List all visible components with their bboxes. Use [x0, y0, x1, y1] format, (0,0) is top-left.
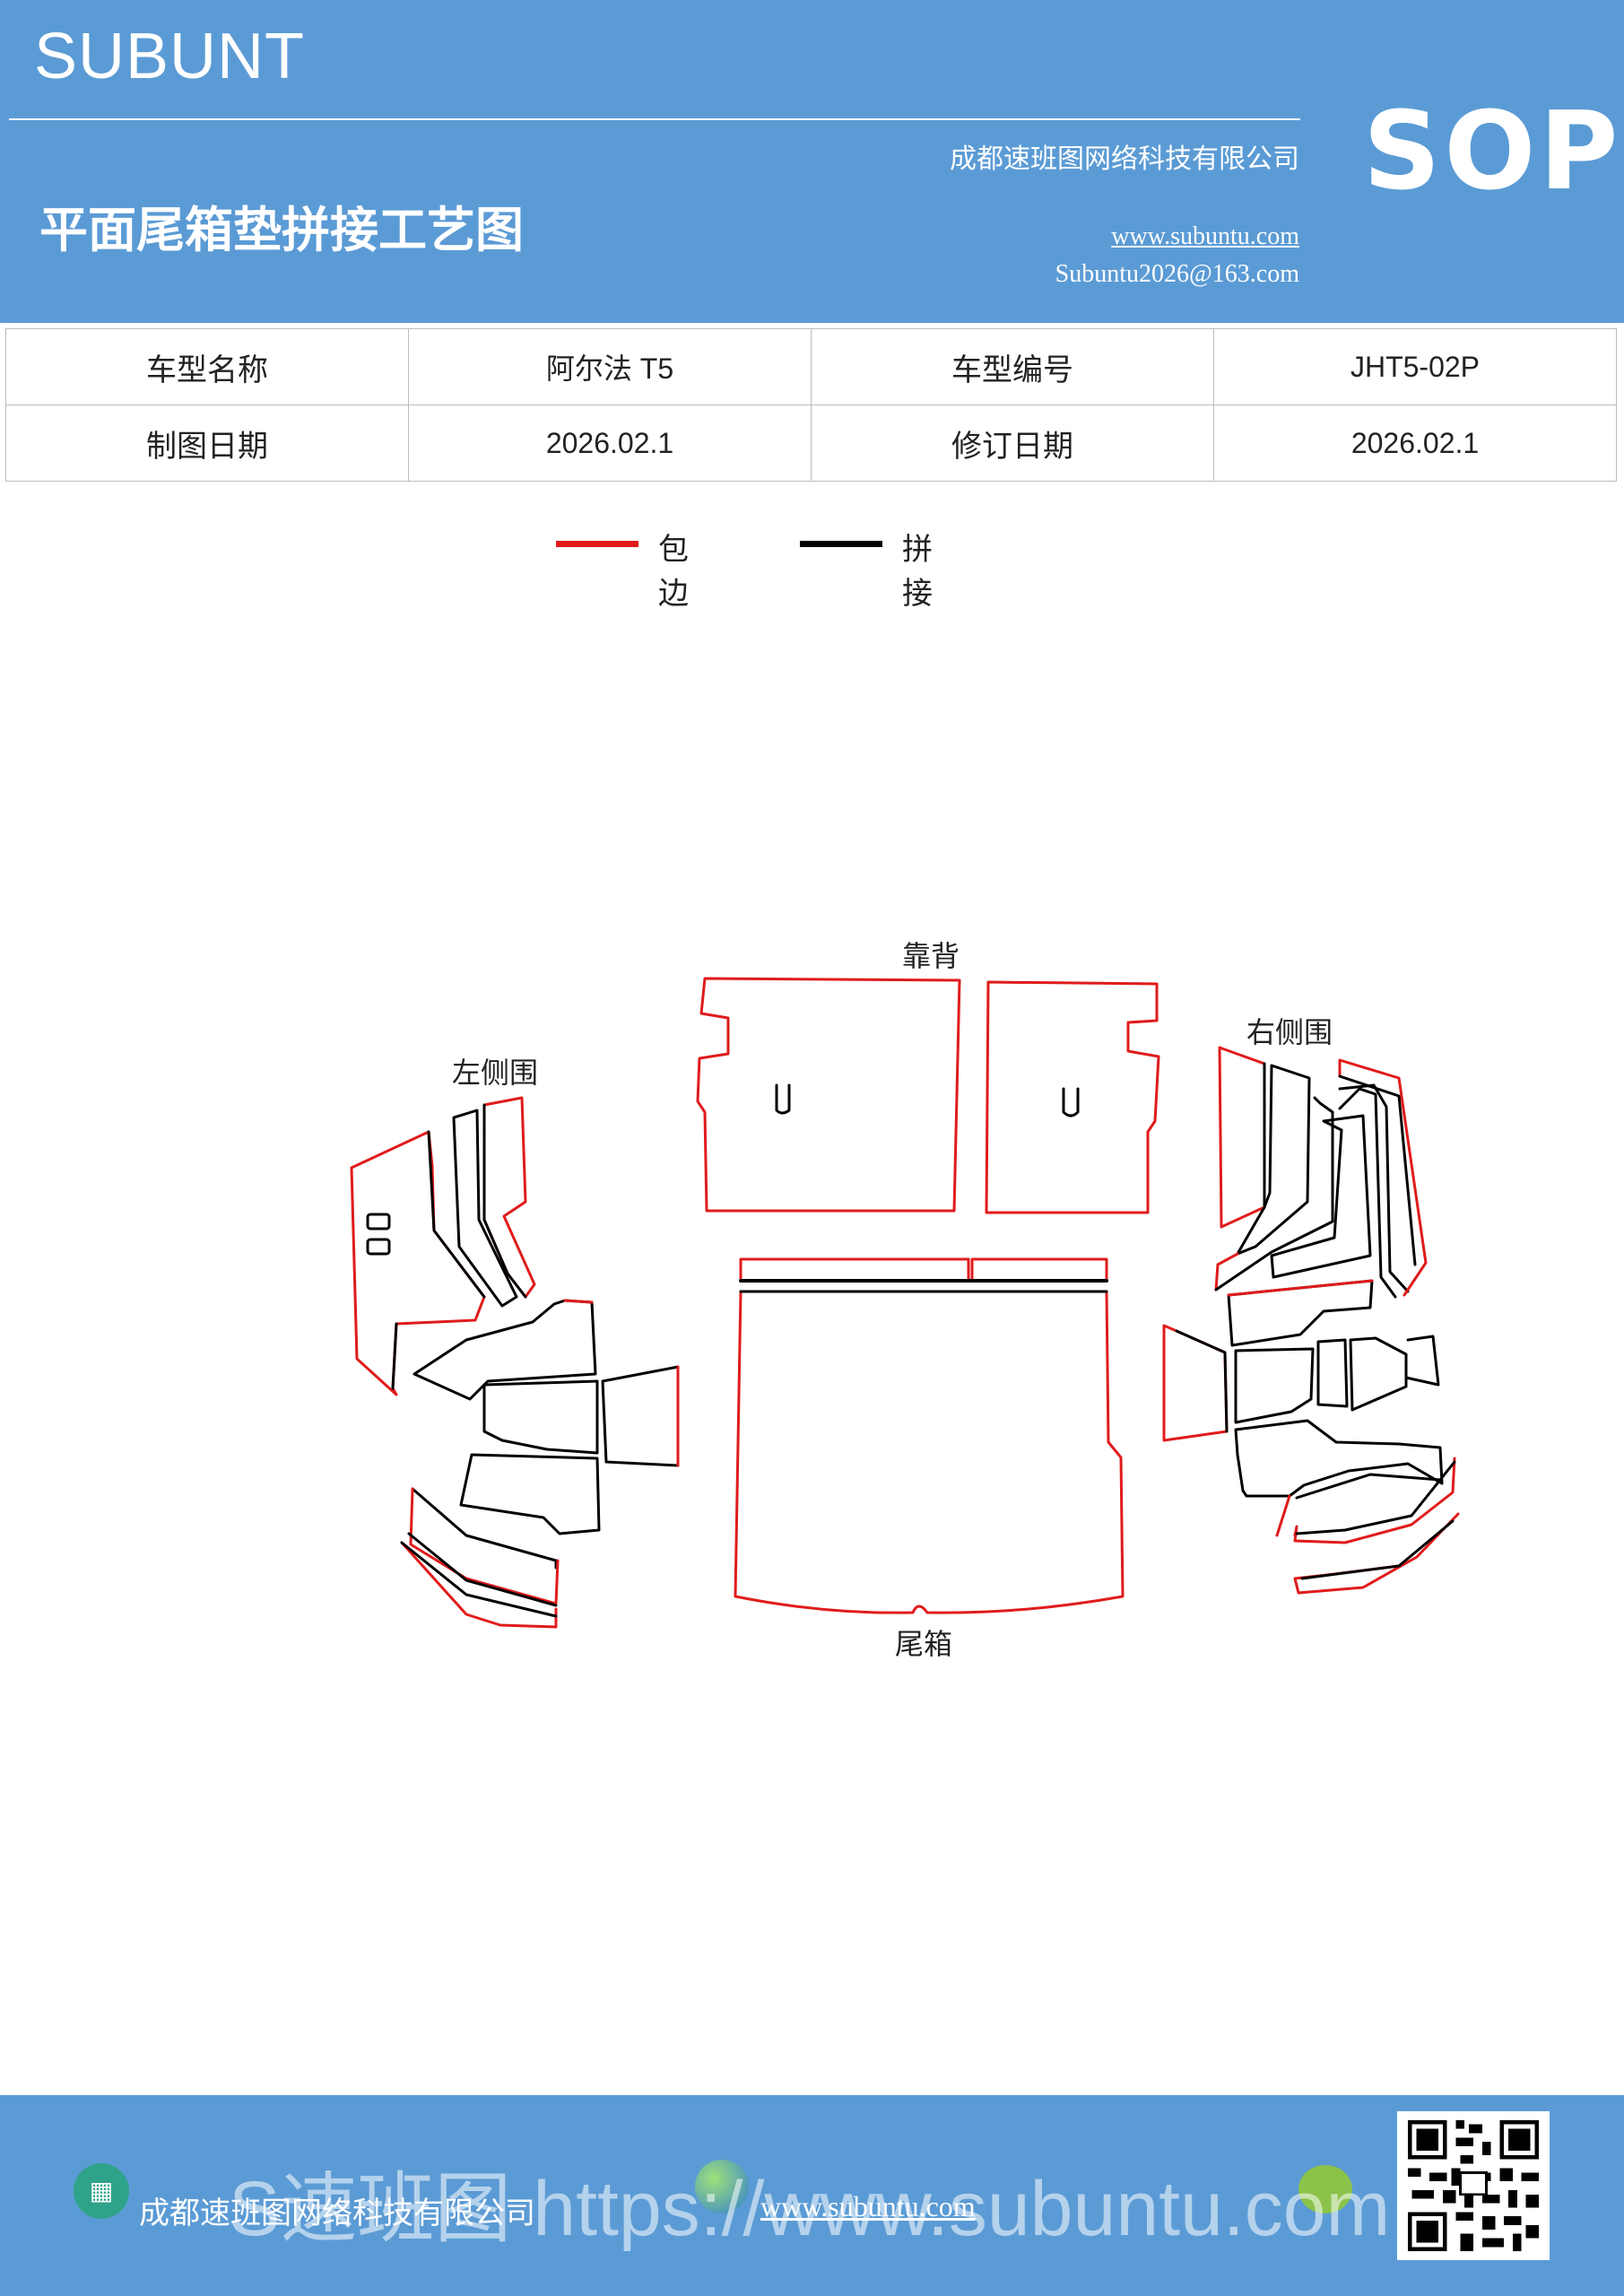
- header-divider: [9, 118, 1300, 120]
- label-model-code: 车型编号: [811, 328, 1214, 405]
- brand-logo-text: SUBUNT: [34, 21, 306, 92]
- right-side-panels: [1162, 1046, 1460, 1595]
- backrest-left-panel: [696, 977, 961, 1213]
- document-title: 平面尾箱垫拼接工艺图: [39, 202, 524, 258]
- footer-website-link[interactable]: www.subuntu.com: [760, 2190, 976, 2222]
- backrest-right-panel: [985, 980, 1160, 1214]
- building-glyph-icon: ▦: [89, 2176, 114, 2205]
- legend-swatch-binding: [556, 541, 638, 547]
- trunk-floor-panel: [734, 1290, 1125, 1614]
- value-draw-date: 2026.02.1: [408, 404, 812, 482]
- label-trunk: 尾箱: [895, 1627, 952, 1661]
- header-banner: SUBUNT SOP 平面尾箱垫拼接工艺图 成都速班图网络科技有限公司 www.…: [0, 0, 1624, 323]
- legend-swatch-seam: [800, 541, 882, 547]
- website-link[interactable]: www.subuntu.com: [1111, 222, 1299, 250]
- contact-email[interactable]: Subuntu2026@163.com: [1055, 260, 1299, 288]
- value-model-name: 阿尔法 T5: [408, 328, 812, 405]
- label-draw-date: 制图日期: [5, 404, 409, 482]
- wechat-icon: [1298, 2165, 1352, 2213]
- table-row: 制图日期 2026.02.1 修订日期 2026.02.1: [5, 404, 1617, 482]
- label-right-side: 右侧围: [1246, 1015, 1333, 1049]
- left-side-panels: [350, 1096, 680, 1629]
- label-model-name: 车型名称: [5, 328, 409, 405]
- legend-label-seam: 拼接: [902, 532, 933, 612]
- value-model-code: JHT5-02P: [1213, 328, 1617, 405]
- info-table: 车型名称 阿尔法 T5 车型编号 JHT5-02P 制图日期 2026.02.1…: [5, 328, 1617, 482]
- label-revision-date: 修订日期: [811, 404, 1214, 482]
- label-left-side: 左侧围: [452, 1056, 538, 1090]
- qr-code-icon[interactable]: [1397, 2111, 1550, 2260]
- label-backrest: 靠背: [902, 939, 960, 973]
- footer-company-name: 成都速班图网络科技有限公司: [139, 2196, 535, 2231]
- table-row: 车型名称 阿尔法 T5 车型编号 JHT5-02P: [5, 328, 1617, 405]
- globe-icon: [695, 2160, 749, 2213]
- value-revision-date: 2026.02.1: [1213, 404, 1617, 482]
- sop-badge: SOP: [1363, 90, 1622, 214]
- trunk-front-strip: [739, 1257, 1108, 1283]
- company-name: 成都速班图网络科技有限公司: [950, 144, 1299, 175]
- legend-label-binding: 包边: [658, 532, 689, 612]
- building-icon: [74, 2163, 129, 2219]
- footer-watermark: S速班图 https://www.subuntu.com: [229, 2166, 1391, 2252]
- footer-banner: [0, 2095, 1624, 2296]
